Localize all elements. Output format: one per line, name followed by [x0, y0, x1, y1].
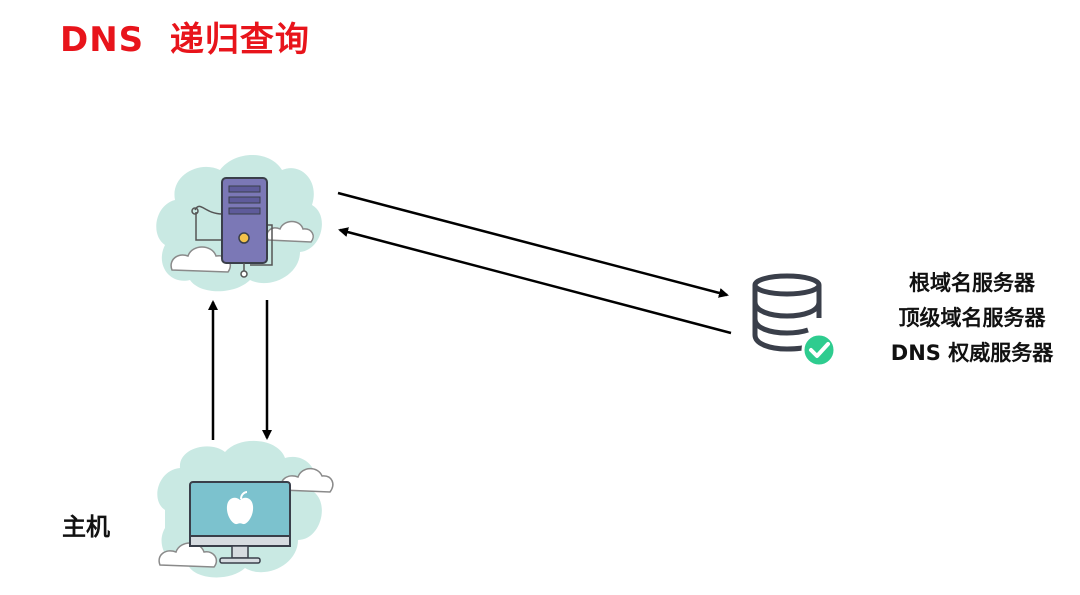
arrow-resolver-to-servers [337, 191, 729, 298]
host-label: 主机 [62, 513, 110, 541]
database-check-icon [752, 273, 837, 368]
server-label-root: 根域名服务器 [909, 271, 1035, 295]
cloud-computer-icon [157, 440, 334, 578]
server-list: 根域名服务器 顶级域名服务器 DNS 权威服务器 [872, 266, 1072, 371]
server-label-tld: 顶级域名服务器 [898, 306, 1046, 330]
arrow-servers-to-resolver [338, 227, 732, 335]
cloud-server-icon [156, 155, 322, 292]
server-label-authoritative: DNS 权威服务器 [890, 341, 1054, 365]
page-title: DNS 递归查询 [60, 20, 310, 60]
